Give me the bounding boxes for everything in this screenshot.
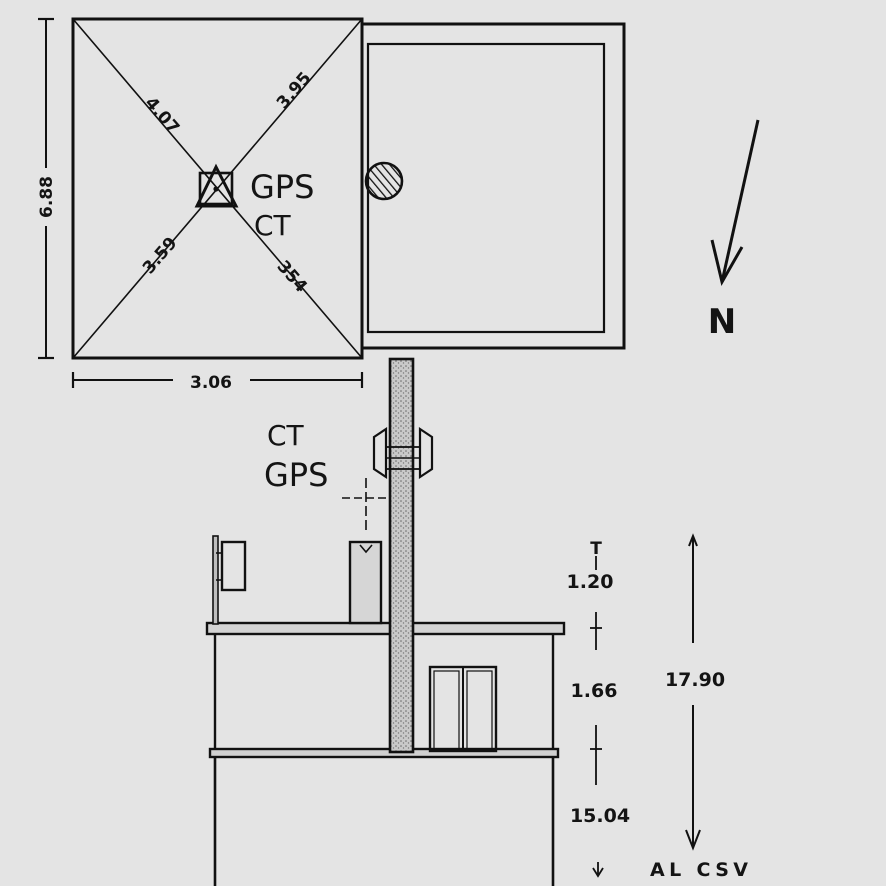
plan-adjacent-roof-inner <box>366 42 606 334</box>
door <box>428 665 498 753</box>
north-label: N <box>708 302 736 342</box>
dim-total-label: 17.90 <box>665 669 725 691</box>
dim-mast-label: 1.20 <box>567 571 614 593</box>
dim-top-marker: T <box>590 539 602 559</box>
elev-ct-label: CT <box>267 419 305 452</box>
gps-crosshair <box>342 478 390 533</box>
elevation-view: CT GPS T 1.20 1.66 15.04 17.90 AL CSV <box>205 357 748 886</box>
plan-view: 4.07 3.95 3.59 354 GPS CT 6.88 3.06 <box>34 17 626 393</box>
total-height-dimension: 17.90 <box>665 533 725 851</box>
height-dimension-segments: T 1.20 1.66 15.04 <box>567 539 630 878</box>
north-arrow: N <box>708 119 760 342</box>
diag-label-top-right: 3.95 <box>273 68 316 113</box>
upper-floor <box>213 631 555 754</box>
floor-slab <box>208 747 560 759</box>
plan-width-dimension: 3.06 <box>71 372 364 393</box>
dim-building-label: 15.04 <box>570 805 630 827</box>
diag-label-bottom-left: 3.59 <box>139 233 182 278</box>
plan-mast-circle <box>364 161 404 201</box>
mast <box>388 357 415 754</box>
base-level-label: AL CSV <box>650 859 748 881</box>
plan-gps-label: GPS <box>250 168 314 206</box>
elev-gps-label: GPS <box>264 456 328 494</box>
panel-antennas <box>372 426 434 480</box>
dim-upper-label: 1.66 <box>571 680 618 702</box>
plan-height-label: 6.88 <box>37 176 57 218</box>
left-antenna <box>212 535 247 625</box>
plan-height-dimension: 6.88 <box>34 17 58 360</box>
roof-slab <box>205 621 566 636</box>
gps-antenna-symbol <box>194 163 239 208</box>
plan-adjacent-roof <box>360 22 626 350</box>
plan-ct-label: CT <box>254 209 292 242</box>
diag-label-top-left: 4.07 <box>140 93 183 138</box>
plan-width-label: 3.06 <box>190 373 232 393</box>
roof-cabinet <box>348 540 383 625</box>
